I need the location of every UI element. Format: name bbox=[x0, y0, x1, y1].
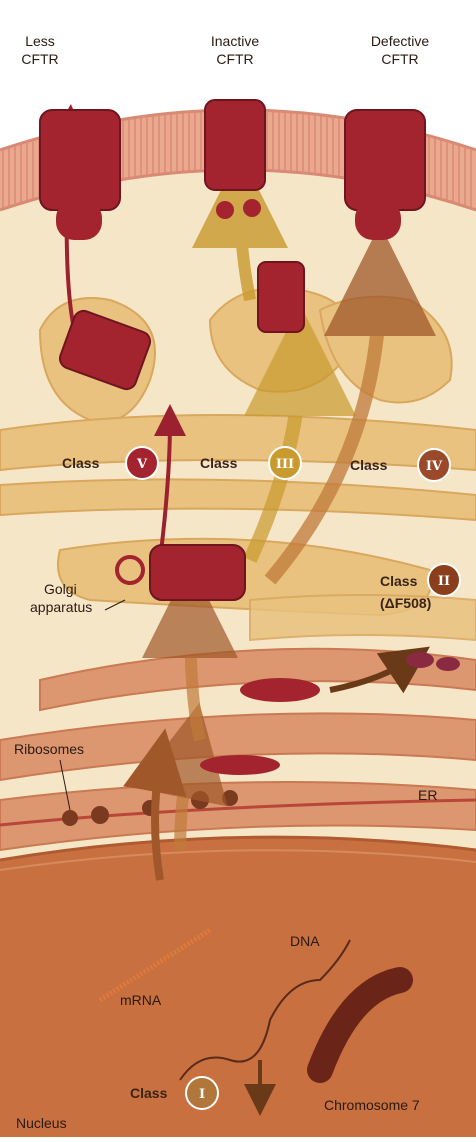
label-less: Less bbox=[25, 33, 55, 49]
label-ribosomes: Ribosomes bbox=[14, 741, 84, 757]
class-iv-word: Class bbox=[350, 457, 388, 473]
label-defective: Defective bbox=[371, 33, 430, 49]
class-ii-note: (ΔF508) bbox=[380, 595, 431, 611]
class-v-badge: V bbox=[136, 457, 148, 472]
label-inactive-cftr: CFTR bbox=[216, 51, 253, 67]
class-iii-badge: III bbox=[276, 457, 294, 472]
label-nucleus: Nucleus bbox=[16, 1115, 67, 1131]
class-ii-word: Class bbox=[380, 573, 418, 589]
label-chromosome-7: Chromosome 7 bbox=[324, 1097, 420, 1113]
label-golgi: Golgi bbox=[44, 581, 77, 597]
class-v-word: Class bbox=[62, 455, 100, 471]
class-i-word: Class bbox=[130, 1085, 168, 1101]
label-inactive: Inactive bbox=[211, 33, 259, 49]
cftr-protein-trafficking-iii bbox=[258, 262, 304, 332]
label-defective-cftr: CFTR bbox=[381, 51, 418, 67]
class-iv-badge: IV bbox=[426, 459, 443, 474]
label-dna: DNA bbox=[290, 933, 320, 949]
label-golgi-apparatus: apparatus bbox=[30, 599, 92, 615]
class-ii-badge: II bbox=[438, 574, 450, 589]
label-less-cftr: CFTR bbox=[21, 51, 58, 67]
class-iii-word: Class bbox=[200, 455, 238, 471]
class-i-badge: I bbox=[199, 1087, 205, 1102]
label-er: ER bbox=[418, 787, 437, 803]
label-mrna: mRNA bbox=[120, 992, 162, 1008]
